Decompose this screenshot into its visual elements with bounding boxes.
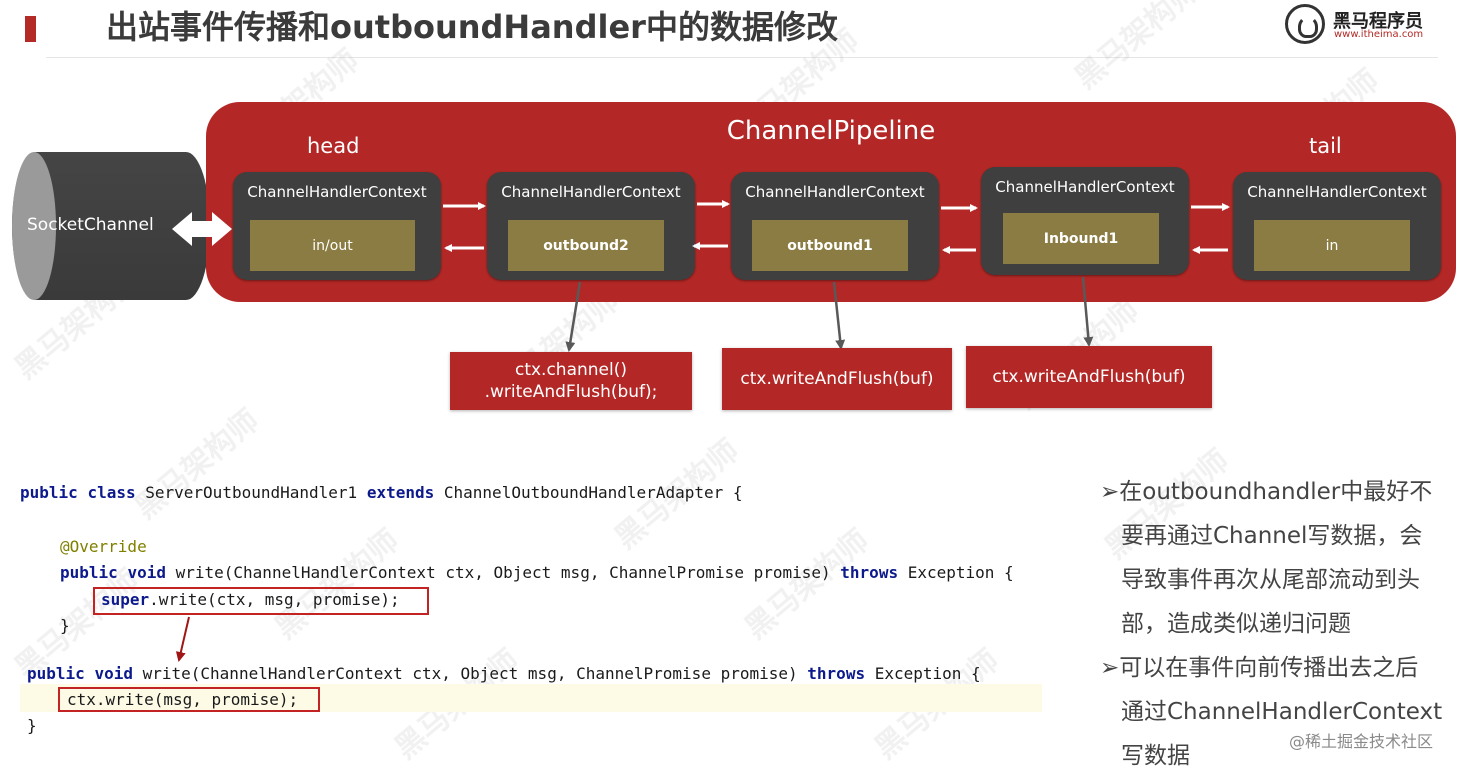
code-keyword: void (127, 563, 166, 582)
super-write-highlight-box (93, 587, 429, 615)
code-text: Exception { (907, 563, 1014, 582)
handler-outbound1: outbound1 (752, 220, 908, 271)
bullet-arrow-icon: ➢ (1100, 479, 1120, 505)
context-tail: ChannelHandlerContext in (1233, 172, 1441, 280)
socket-channel-cylinder-face (12, 152, 56, 300)
socket-double-arrow (172, 212, 232, 246)
code-text: ServerOutboundHandler1 (145, 483, 358, 502)
note-1-line: 要再通过Channel写数据，会 (1121, 523, 1423, 549)
note-2-line: 写数据 (1121, 743, 1190, 769)
code-line: public void write(ChannelHandlerContext … (27, 664, 981, 683)
code-line: ctx.write(msg, promise); (67, 690, 299, 709)
code-text: write(ChannelHandlerContext ctx, Object … (142, 664, 798, 683)
context-head: ChannelHandlerContext in/out (233, 172, 441, 280)
code-keyword: void (94, 664, 133, 683)
code-line: public class ServerOutboundHandler1 exte… (20, 483, 743, 502)
note-text: 可以在事件向前传播出去之后 (1119, 655, 1419, 681)
juejin-credit: @稀土掘金技术社区 (1289, 732, 1434, 751)
handler-outbound2: outbound2 (508, 220, 664, 271)
code-keyword: extends (366, 483, 435, 502)
context-title: ChannelHandlerContext (745, 183, 925, 201)
callout-line: .writeAndFlush(buf); (484, 382, 658, 402)
brand-logo: 黑马程序员 www.itheima.com (1285, 4, 1455, 46)
note-1-line: 导致事件再次从尾部流动到头 (1121, 567, 1420, 593)
code-keyword: throws (807, 664, 866, 683)
context-outbound1: ChannelHandlerContext outbound1 (731, 172, 939, 280)
code-keyword: super (101, 590, 150, 609)
note-1-line: 部，造成类似递归问题 (1121, 611, 1351, 637)
code-keyword: throws (840, 563, 899, 582)
code-text: Exception { (874, 664, 981, 683)
handler-in-out: in/out (250, 220, 415, 271)
page-title: 出站事件传播和outboundHandler中的数据修改 (106, 8, 838, 46)
context-title: ChannelHandlerContext (1247, 183, 1427, 201)
title-accent-bar (25, 16, 36, 42)
code-link-arrow (175, 616, 190, 662)
handler-inbound1: Inbound1 (1003, 213, 1159, 264)
pipeline-label: ChannelPipeline (726, 116, 936, 146)
code-keyword: public (60, 563, 118, 582)
callout-arrow (565, 281, 582, 352)
context-title: ChannelHandlerContext (247, 183, 427, 201)
code-keyword: public (27, 664, 85, 683)
context-inbound1: ChannelHandlerContext Inbound1 (981, 167, 1189, 275)
title-divider (46, 57, 1438, 58)
callout-ctx-write-inbound1: ctx.writeAndFlush(buf) (966, 346, 1212, 408)
callout-arrow (832, 281, 846, 350)
ctx-write-highlight-box (58, 687, 320, 712)
callout-arrow (1081, 276, 1094, 347)
logo-name: 黑马程序员 (1333, 11, 1423, 32)
context-outbound2: ChannelHandlerContext outbound2 (487, 172, 695, 280)
socket-channel-label: SocketChannel (27, 215, 154, 235)
callout-ctx-write-outbound1: ctx.writeAndFlush(buf) (722, 348, 952, 410)
handler-in: in (1254, 220, 1410, 271)
code-text: write(ChannelHandlerContext ctx, Object … (175, 563, 831, 582)
code-line: public void write(ChannelHandlerContext … (60, 563, 1014, 582)
note-2-line: ➢可以在事件向前传播出去之后 (1100, 648, 1418, 682)
code-brace: } (27, 716, 37, 735)
code-annotation: @Override (60, 537, 147, 556)
code-keyword: public (20, 483, 78, 502)
horse-logo-icon (1285, 4, 1325, 44)
code-text: .write(ctx, msg, promise); (149, 590, 400, 609)
callout-channel-write: ctx.channel() .writeAndFlush(buf); (450, 352, 692, 410)
code-text: ChannelOutboundHandlerAdapter { (443, 483, 743, 502)
callout-line: ctx.writeAndFlush(buf) (740, 369, 934, 389)
note-2-line: 通过ChannelHandlerContext (1121, 699, 1443, 725)
context-title: ChannelHandlerContext (995, 178, 1175, 196)
tail-label: tail (1309, 134, 1342, 158)
logo-url: www.itheima.com (1334, 29, 1424, 40)
note-1-line: ➢在outboundhandler中最好不 (1100, 472, 1432, 506)
callout-line: ctx.writeAndFlush(buf) (992, 367, 1186, 387)
head-label: head (307, 134, 360, 158)
code-keyword: class (87, 483, 136, 502)
code-line: super.write(ctx, msg, promise); (101, 590, 400, 609)
note-text: 在outboundhandler中最好不 (1119, 479, 1433, 505)
code-brace: } (60, 616, 70, 635)
bullet-arrow-icon: ➢ (1100, 655, 1120, 681)
callout-line: ctx.channel() (514, 360, 627, 380)
context-title: ChannelHandlerContext (501, 183, 681, 201)
